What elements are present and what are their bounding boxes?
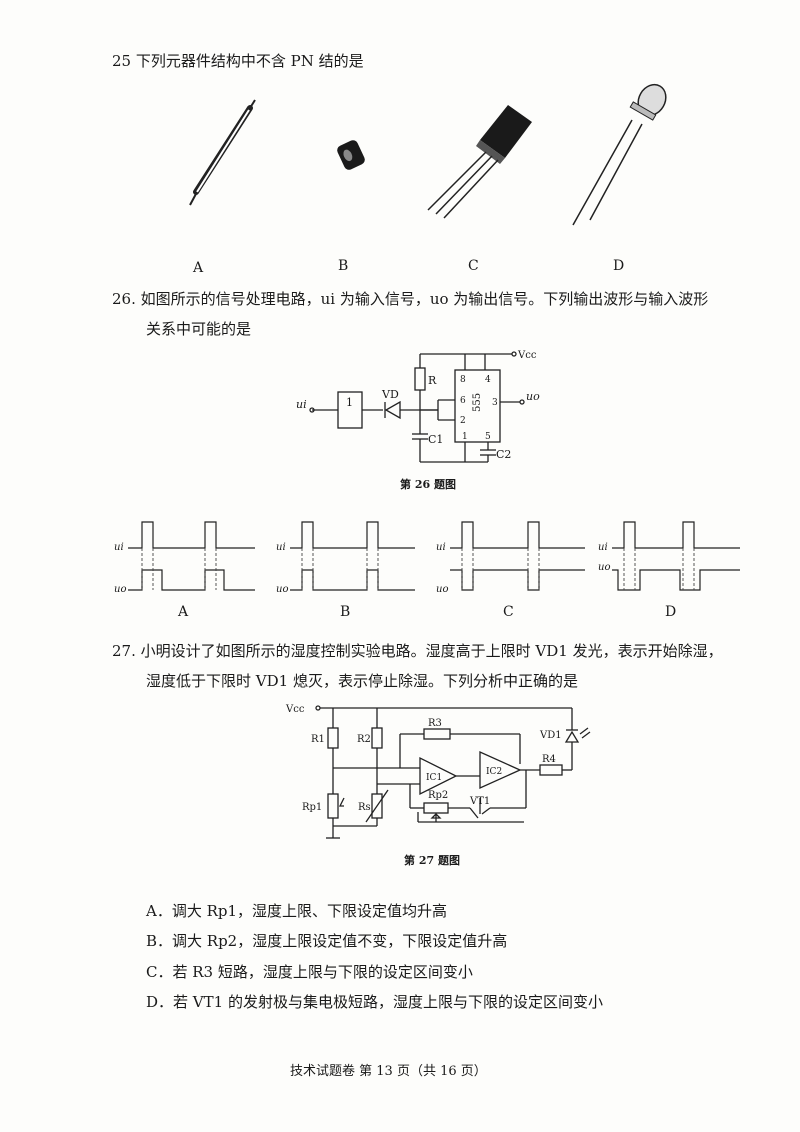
q27-choice-d: D．若 VT1 的发射极与集电极短路，湿度上限与下限的设定区间变小 — [146, 993, 603, 1011]
q26-circuit: Vcc R VD C1 C2 1 ui uo 555 8 4 6 2 3 1 5 — [296, 350, 540, 463]
wave-b-uo-label: uo — [276, 584, 288, 595]
wave-d-uo-label: uo — [598, 562, 610, 573]
q27-ic2-label: IC2 — [486, 767, 502, 777]
wave-c-uo-label: uo — [436, 584, 448, 595]
q26-uo-label: uo — [526, 390, 540, 403]
q26-pin-2: 2 — [460, 416, 466, 426]
q26-ui-label: ui — [296, 398, 307, 411]
q27-r3-label: R3 — [428, 718, 442, 729]
q27-r1-label: R1 — [311, 734, 325, 745]
q26-pin-8: 8 — [460, 375, 466, 385]
q26-stem-line1: 26. 如图所示的信号处理电路，ui 为输入信号，uo 为输出信号。下列输出波形… — [112, 290, 709, 308]
q26-chip-label: 555 — [472, 393, 483, 412]
transistor-icon — [427, 105, 532, 219]
q26-vcc-label: Vcc — [517, 350, 537, 361]
q26-option-d: D — [665, 604, 677, 620]
q26-pin-6: 6 — [460, 396, 466, 406]
q27-choice-a: A．调大 Rp1，湿度上限、下限设定值均升高 — [146, 902, 448, 920]
page-footer: 技术试题卷 第 13 页（共 16 页） — [290, 1064, 487, 1079]
q25-stem: 25 下列元器件结构中不含 PN 结的是 — [112, 52, 364, 70]
q26-c2-label: C2 — [496, 448, 511, 461]
q27-vd1-label: VD1 — [539, 730, 562, 741]
q27-vt1-label: VT1 — [469, 796, 490, 807]
q25-label-c: C — [468, 258, 479, 274]
q26-pin-3: 3 — [492, 398, 498, 408]
q26-figure-caption: 第 26 题图 — [400, 478, 456, 491]
q27-choice-b: B．调大 Rp2，湿度上限设定值不变，下限设定值升高 — [146, 932, 508, 950]
q26-option-b: B — [340, 604, 351, 620]
q27-ic1-label: IC1 — [426, 773, 442, 783]
q26-c1-label: C1 — [428, 433, 443, 446]
q26-option-c: C — [503, 604, 514, 620]
reed-switch-icon — [189, 99, 256, 206]
q25-component-images — [189, 83, 667, 226]
q26-r-label: R — [428, 374, 437, 387]
ferrite-bead-icon — [337, 140, 365, 170]
wave-a-uo-label: uo — [114, 584, 126, 595]
q25-label-b: B — [338, 258, 349, 274]
q27-r4-label: R4 — [542, 754, 556, 765]
q26-stem-line2: 关系中可能的是 — [146, 320, 252, 338]
q27-choice-c: C．若 R3 短路，湿度上限与下限的设定区间变小 — [146, 963, 473, 981]
q27-rs-label: Rs — [358, 802, 371, 813]
q26-waveforms: ui uo ui uo ui uo ui uo — [114, 521, 740, 595]
q27-rp2-label: Rp2 — [428, 790, 448, 801]
q27-figure-caption: 第 27 题图 — [404, 854, 460, 867]
wave-a-ui-label: ui — [114, 542, 124, 553]
q27-stem-line1: 27. 小明设计了如图所示的湿度控制实验电路。湿度高于上限时 VD1 发光，表示… — [112, 642, 723, 660]
q25-label-a: A — [193, 260, 204, 276]
q27-stem-line2: 湿度低于下限时 VD1 熄灭，表示停止除湿。下列分析中正确的是 — [146, 672, 578, 690]
q27-vcc-label: Vcc — [285, 704, 305, 715]
q26-vd-label: VD — [381, 388, 399, 401]
wave-c-ui-label: ui — [436, 542, 446, 553]
q26-option-a: A — [178, 604, 189, 620]
q26-pin-1: 1 — [462, 432, 468, 442]
q25-label-d: D — [613, 258, 625, 274]
q26-pin-4: 4 — [485, 375, 491, 385]
wave-b-ui-label: ui — [276, 542, 286, 553]
q27-rp1-label: Rp1 — [302, 802, 322, 813]
led-icon — [572, 83, 667, 226]
wave-d-ui-label: ui — [598, 542, 608, 553]
q26-gate-label: 1 — [346, 396, 353, 409]
q27-r2-label: R2 — [357, 734, 371, 745]
q26-pin-5: 5 — [485, 432, 491, 442]
q27-circuit: Vcc R1 R2 R3 R4 Rp1 Rs Rp2 IC1 IC2 VT1 V… — [285, 704, 591, 839]
